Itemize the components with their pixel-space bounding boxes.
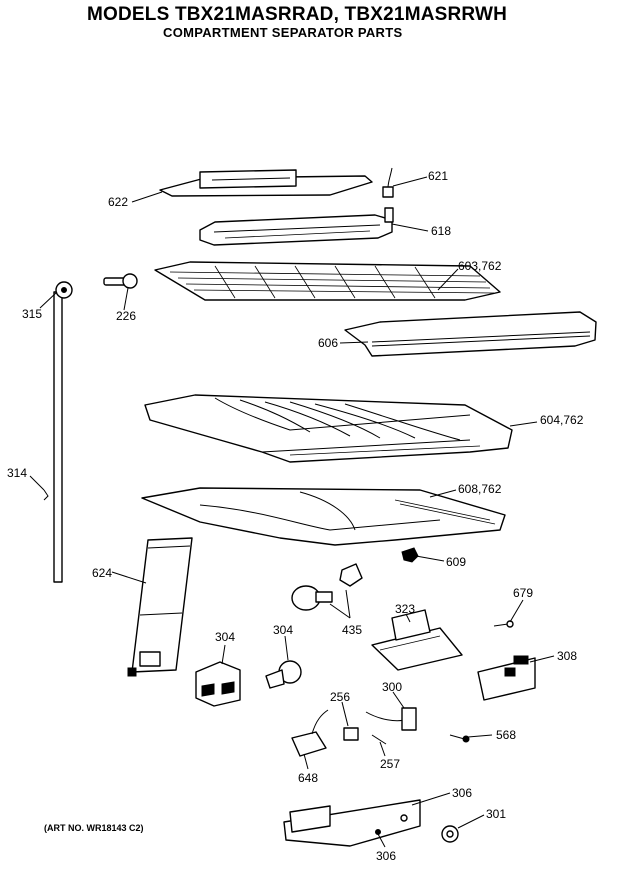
callout-315: 315 xyxy=(22,307,43,321)
part-304-housing xyxy=(195,661,241,707)
part-621-tube xyxy=(382,167,394,198)
part-618-frame xyxy=(199,207,394,246)
part-315-314-rod xyxy=(43,281,73,583)
callout-306-bottom: 306 xyxy=(376,849,397,863)
part-622-cover xyxy=(159,169,373,197)
page-title: MODELS TBX21MASRRAD, TBX21MASRRWH xyxy=(87,4,508,25)
callout-606: 606 xyxy=(318,336,339,350)
callout-257: 257 xyxy=(380,757,401,771)
art-number-note: (ART NO. WR18143 C2) xyxy=(44,823,144,833)
part-679-screw xyxy=(493,620,514,628)
part-608-tray xyxy=(141,487,506,546)
callout-624: 624 xyxy=(92,566,113,580)
part-306-housing xyxy=(283,799,421,847)
part-226-pin xyxy=(103,273,138,289)
callout-256: 256 xyxy=(330,690,351,704)
part-609-clip xyxy=(401,547,419,563)
part-624-channel xyxy=(127,537,193,677)
callout-306-top: 306 xyxy=(452,786,473,800)
callout-604-762: 604,762 xyxy=(540,413,584,427)
callout-304-timer: 304 xyxy=(273,623,294,637)
part-308-board xyxy=(477,655,536,701)
callout-301: 301 xyxy=(486,807,507,821)
part-568-screw xyxy=(449,734,470,743)
callout-609: 609 xyxy=(446,555,467,569)
callout-648: 648 xyxy=(298,771,319,785)
callout-621: 621 xyxy=(428,169,449,183)
part-606-rail xyxy=(344,311,597,357)
callout-314: 314 xyxy=(7,466,28,480)
callout-323: 323 xyxy=(395,602,416,616)
callout-568: 568 xyxy=(496,728,517,742)
part-435-bulb xyxy=(291,563,363,619)
callout-435: 435 xyxy=(342,623,363,637)
part-301-nut xyxy=(441,825,459,843)
part-304-timer xyxy=(265,660,302,689)
leader-lines xyxy=(29,176,555,848)
part-323-bracket xyxy=(371,609,463,671)
part-257-screw xyxy=(371,734,387,745)
callout-618: 618 xyxy=(431,224,452,238)
part-256-switch xyxy=(343,727,359,741)
callout-300: 300 xyxy=(382,680,403,694)
part-648-motor xyxy=(291,709,329,757)
callout-304-housing: 304 xyxy=(215,630,236,644)
callout-622: 622 xyxy=(108,195,129,209)
part-603-shelf xyxy=(154,261,501,301)
page-subtitle: COMPARTMENT SEPARATOR PARTS xyxy=(163,25,403,40)
callout-226: 226 xyxy=(116,309,137,323)
part-604-shelf xyxy=(144,394,513,463)
part-300-motor xyxy=(365,707,417,731)
callout-603-762: 603,762 xyxy=(458,259,502,273)
callout-308: 308 xyxy=(557,649,578,663)
callout-679: 679 xyxy=(513,586,534,600)
callout-608-762: 608,762 xyxy=(458,482,502,496)
